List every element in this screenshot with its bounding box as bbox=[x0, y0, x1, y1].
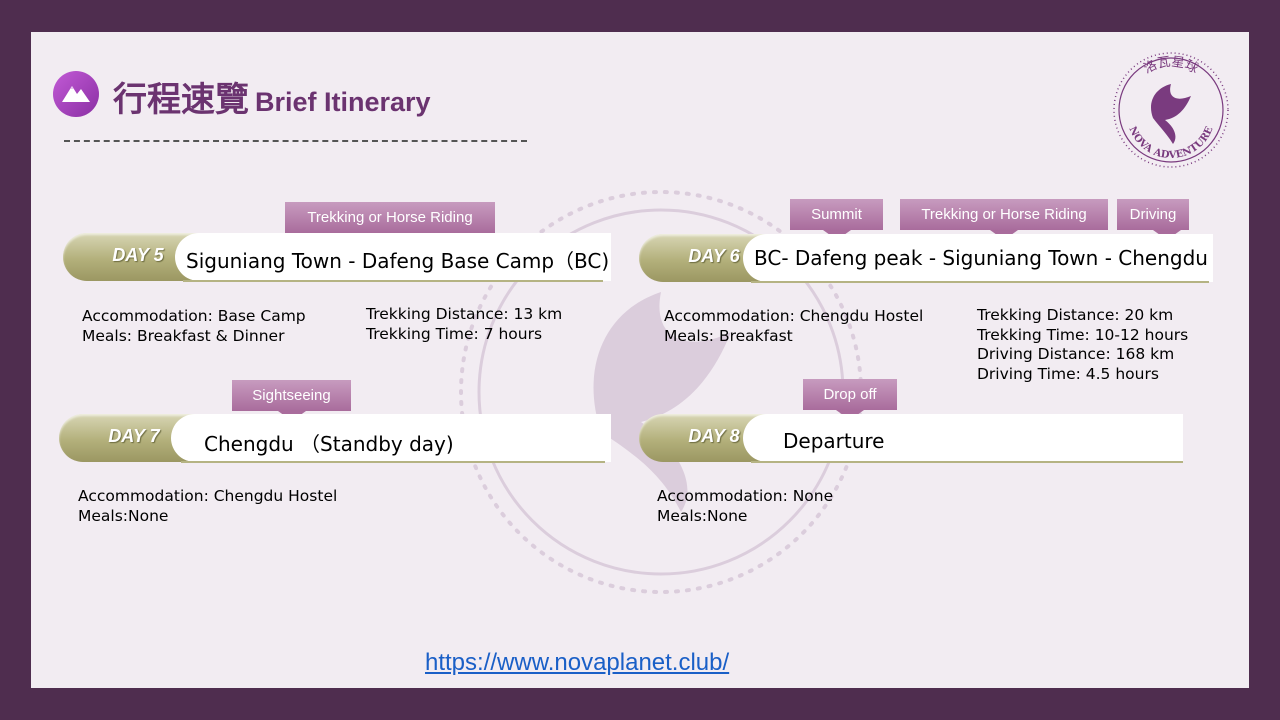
day-trekking-details: Trekking Distance: 20 km Trekking Time: … bbox=[977, 306, 1188, 384]
route-underline bbox=[183, 280, 603, 282]
trekking-time-text: Trekking Time: 7 hours bbox=[366, 324, 543, 343]
route-box bbox=[743, 234, 1213, 282]
tag-trekking-horse-riding: Trekking or Horse Riding bbox=[900, 199, 1108, 240]
day-pill: DAY 7 bbox=[59, 414, 197, 462]
website-link[interactable]: https://www.novaplanet.club/ bbox=[425, 649, 730, 676]
accommodation-text: Accommodation: Base Camp bbox=[82, 307, 306, 325]
route-box bbox=[171, 414, 611, 462]
route-underline bbox=[751, 461, 1183, 463]
day-accommodation-meals: Accommodation: Chengdu Hostel Meals: Bre… bbox=[664, 307, 923, 346]
day-accommodation-meals: Accommodation: Base Camp Meals: Breakfas… bbox=[82, 307, 306, 346]
meals-text: Meals:None bbox=[78, 506, 169, 525]
day-label: DAY 5 bbox=[112, 245, 164, 265]
day-label: DAY 8 bbox=[688, 426, 740, 446]
meals-text: Meals:None bbox=[657, 506, 748, 525]
accommodation-text: Accommodation: Chengdu Hostel bbox=[78, 487, 338, 505]
title-chinese: 行程速覽 bbox=[113, 80, 249, 120]
route-underline bbox=[751, 281, 1209, 283]
day-label: DAY 7 bbox=[108, 426, 160, 446]
tag-summit: Summit bbox=[790, 199, 883, 240]
day-label: DAY 6 bbox=[688, 246, 740, 266]
route-title: Chengdu （Standby day) bbox=[204, 432, 454, 456]
title-english: Brief Itinerary bbox=[255, 87, 431, 117]
meals-text: Meals: Breakfast & Dinner bbox=[82, 326, 285, 345]
route-underline bbox=[181, 461, 605, 463]
driving-distance-text: Driving Distance: 168 km bbox=[977, 345, 1175, 363]
meals-text: Meals: Breakfast bbox=[664, 326, 793, 345]
trekking-distance-text: Trekking Distance: 20 km bbox=[977, 306, 1174, 324]
route-box bbox=[175, 233, 611, 281]
route-title: Siguniang Town - Dafeng Base Camp（BC) bbox=[186, 249, 610, 273]
day-trekking-details: Trekking Distance: 13 km Trekking Time: … bbox=[366, 305, 562, 344]
logo: 洛瓦星球 NOVA ADVENTURE bbox=[1111, 46, 1231, 170]
route-title: Departure bbox=[783, 429, 885, 453]
day-accommodation-meals: Accommodation: None Meals:None bbox=[657, 487, 833, 526]
tag-trekking-horse-riding: Trekking or Horse Riding bbox=[285, 202, 495, 243]
tag-drop-off: Drop off bbox=[803, 379, 897, 420]
trekking-time-text: Trekking Time: 10-12 hours bbox=[977, 325, 1189, 344]
route-box bbox=[743, 414, 1183, 462]
route-title: BC- Dafeng peak - Siguniang Town - Cheng… bbox=[754, 246, 1208, 270]
title-divider bbox=[64, 140, 527, 142]
tag-driving: Driving bbox=[1117, 199, 1189, 240]
accommodation-text: Accommodation: None bbox=[657, 487, 834, 505]
day-accommodation-meals: Accommodation: Chengdu Hostel Meals:None bbox=[78, 487, 337, 526]
accommodation-text: Accommodation: Chengdu Hostel bbox=[664, 307, 924, 325]
tag-sightseeing: Sightseeing bbox=[232, 380, 351, 421]
mountain-icon bbox=[53, 71, 99, 117]
driving-time-text: Driving Time: 4.5 hours bbox=[977, 364, 1159, 383]
nova-adventure-logo-icon: 洛瓦星球 NOVA ADVENTURE bbox=[1113, 52, 1229, 168]
trekking-distance-text: Trekking Distance: 13 km bbox=[366, 305, 563, 323]
